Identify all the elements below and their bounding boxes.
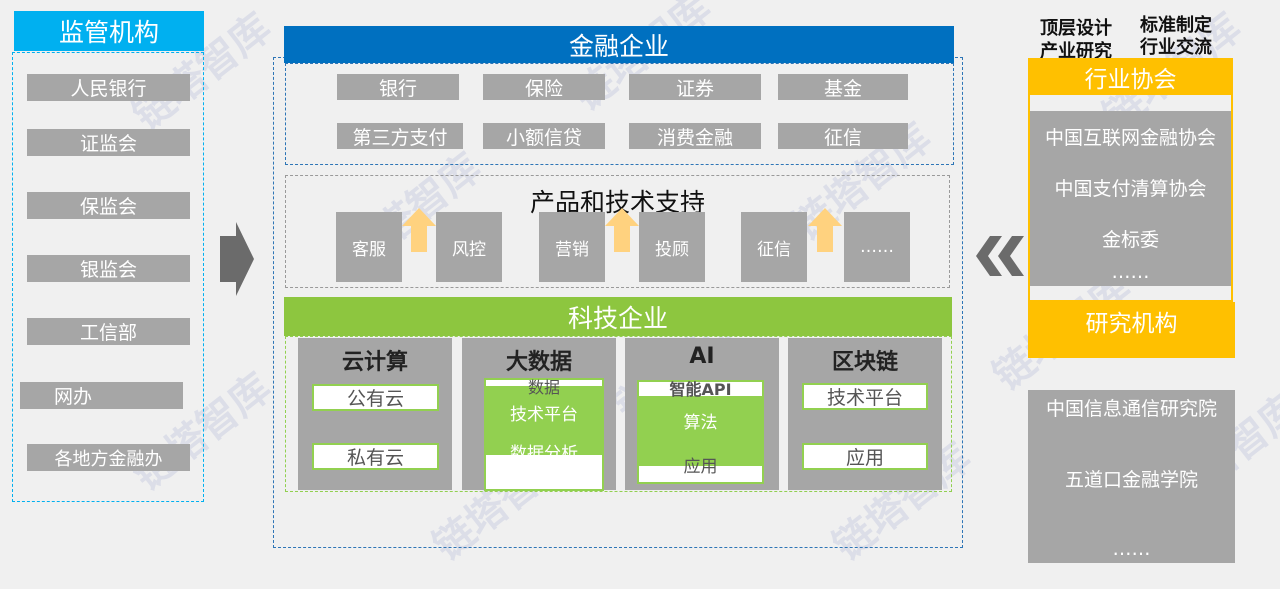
ai-item: 算法 <box>683 413 718 433</box>
up-arrow-icon <box>402 208 436 252</box>
finance-title: 金融企业 <box>284 26 954 63</box>
cloud-item: 私有云 <box>312 443 439 470</box>
tech-panel <box>285 336 952 492</box>
up-arrow-icon <box>605 208 639 252</box>
top-label: 标准制定 <box>1140 15 1212 36</box>
research-item: 中国信息通信研究院 <box>1045 398 1217 420</box>
double-chevron-left-icon <box>976 236 1024 276</box>
bigdata-item: 数据分析 <box>510 444 578 464</box>
regulator-item: 人民银行 <box>27 74 190 101</box>
cloud-item: 公有云 <box>312 384 439 411</box>
product-box: 征信 <box>741 212 807 282</box>
research-title-text: 研究机构 <box>1085 311 1178 337</box>
ai-item: 应用 <box>683 457 718 477</box>
regulator-item: 网办 <box>20 382 183 409</box>
tech-title: 科技企业 <box>284 297 952 336</box>
regulator-item: 银监会 <box>27 255 190 282</box>
regulator-item: 证监会 <box>27 129 190 156</box>
finance-item: 保险 <box>483 74 605 100</box>
top-label: 行业交流 <box>1140 37 1212 58</box>
finance-panel <box>285 63 954 165</box>
bigdata-item: 数据 <box>527 378 560 397</box>
up-arrow-icon <box>808 208 842 252</box>
blockchain-title: 区块链 <box>831 350 898 375</box>
product-box: 投顾 <box>639 212 705 282</box>
finance-item: 证券 <box>629 74 761 100</box>
ai-item: 智能API <box>669 380 732 399</box>
regulators-title: 监管机构 <box>14 11 204 51</box>
finance-title-text: 金融企业 <box>568 31 669 61</box>
bigdata-item: 技术平台 <box>510 405 578 425</box>
blockchain-item: 技术平台 <box>802 383 928 410</box>
research-body: 中国信息通信研究院 五道口金融学院 …… <box>1028 390 1235 563</box>
finance-item: 消费金融 <box>629 123 761 149</box>
top-label: 产业研究 <box>1040 41 1112 62</box>
top-label: 顶层设计 <box>1040 18 1112 39</box>
association-item: 中国互联网金融协会 <box>1044 127 1216 149</box>
finance-item: 第三方支付 <box>337 123 463 149</box>
association-item: 中国支付清算协会 <box>1054 178 1207 200</box>
association-item: 金标委 <box>1101 229 1159 251</box>
finance-item: 基金 <box>778 74 908 100</box>
product-box: 风控 <box>436 212 502 282</box>
regulators-title-text: 监管机构 <box>58 18 159 47</box>
product-support-panel <box>285 175 950 288</box>
finance-item: 征信 <box>778 123 908 149</box>
blockchain-item: 应用 <box>802 443 928 470</box>
research-title: 研究机构 <box>1028 302 1235 358</box>
regulator-item: 保监会 <box>27 192 190 219</box>
associations-title: 行业协会 <box>1028 58 1233 95</box>
research-item: …… <box>1112 538 1151 560</box>
product-box: …… <box>844 212 910 282</box>
associations-title-text: 行业协会 <box>1084 66 1177 93</box>
finance-item: 小额信贷 <box>483 123 605 149</box>
tech-title-text: 科技企业 <box>567 303 668 333</box>
research-item: 五道口金融学院 <box>1064 469 1198 491</box>
regulators-panel <box>12 52 204 502</box>
regulator-item: 各地方金融办 <box>27 444 190 471</box>
bigdata-inner <box>486 386 602 455</box>
ai-title: AI <box>689 344 715 369</box>
association-item: …… <box>1111 261 1150 283</box>
bigdata-title: 大数据 <box>505 350 572 375</box>
bigdata-box: 数据 技术平台 数据分析 <box>484 378 604 491</box>
arrow-right-icon <box>220 222 254 296</box>
cloud-title: 云计算 <box>341 350 408 375</box>
ai-box: 智能API 算法 应用 <box>637 380 764 484</box>
regulator-item: 工信部 <box>27 318 190 345</box>
product-box: 客服 <box>336 212 402 282</box>
ai-inner <box>639 396 762 466</box>
finance-item: 银行 <box>337 74 459 100</box>
associations-body: 中国互联网金融协会 中国支付清算协会 金标委 …… <box>1030 111 1231 286</box>
product-box: 营销 <box>539 212 605 282</box>
